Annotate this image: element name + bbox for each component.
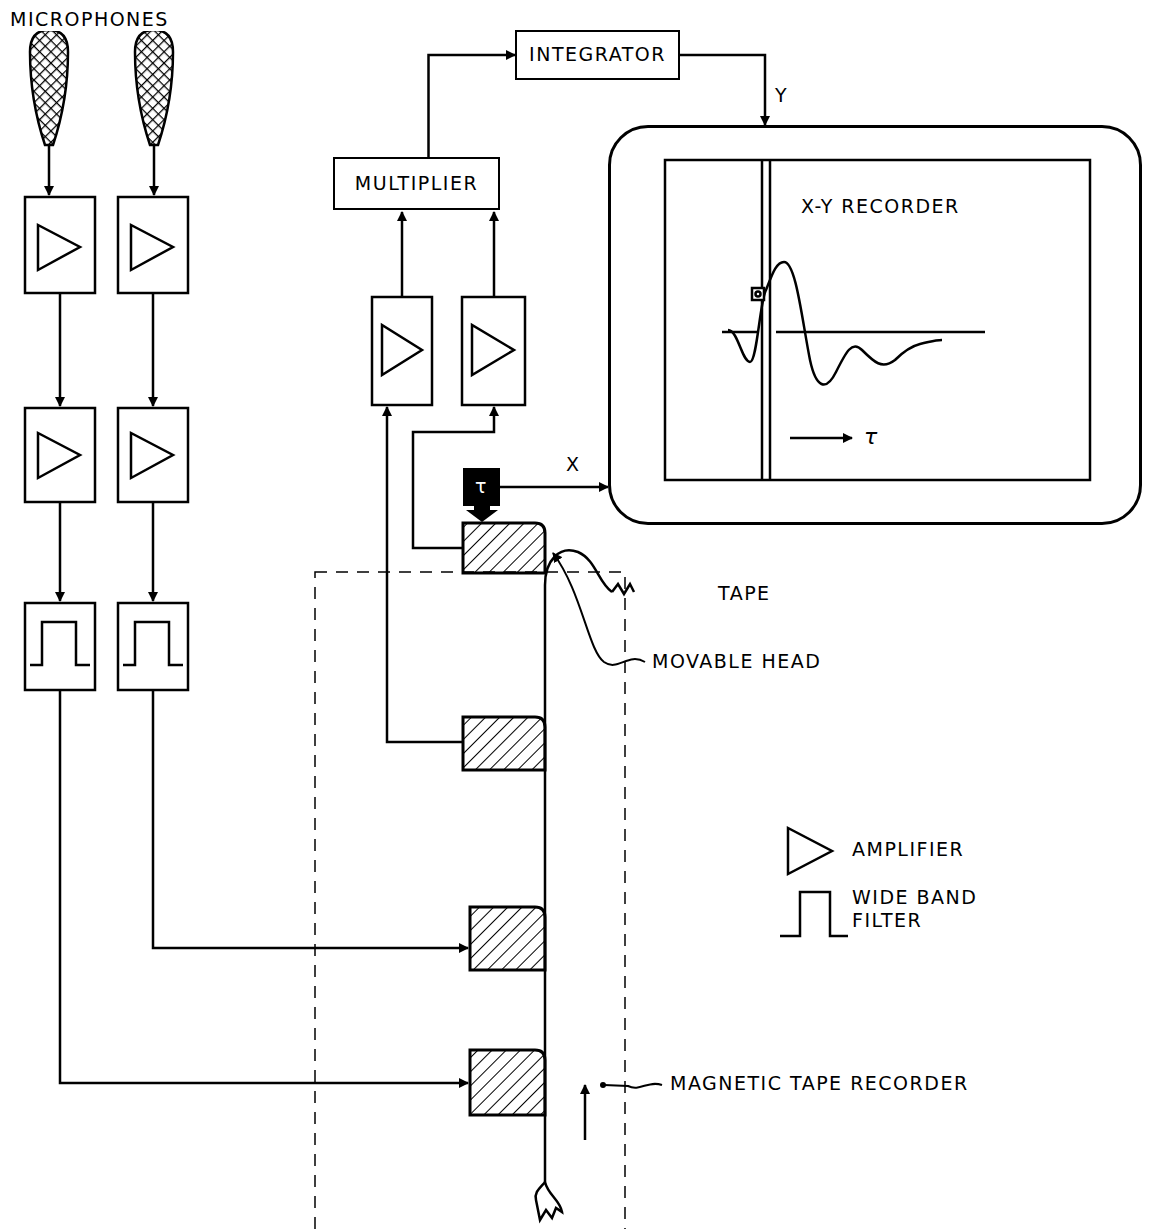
recorder-label: MAGNETIC TAPE RECORDER xyxy=(668,1072,971,1095)
legend-text: AMPLIFIER xyxy=(850,838,1054,861)
amplifier-symbol xyxy=(788,828,832,874)
recorder-housing: X-Y RECORDER xyxy=(608,125,1142,525)
tape-label: TAPE xyxy=(716,582,773,605)
tape-head xyxy=(463,523,545,1115)
title-label: MICROPHONES xyxy=(8,8,171,31)
axis-label: τ xyxy=(862,424,881,450)
axis-input-label: Y xyxy=(773,84,790,107)
node-text: X-Y RECORDER xyxy=(801,196,960,218)
node-text: MULTIPLIER xyxy=(355,173,478,195)
microphone xyxy=(30,30,173,145)
node-text: τ xyxy=(475,476,488,498)
tape-recorder-outline xyxy=(315,572,625,1229)
multiplier-box: MULTIPLIER xyxy=(333,157,500,210)
tape xyxy=(536,550,634,1220)
axis-input-label: X xyxy=(564,453,583,476)
head-label: MOVABLE HEAD xyxy=(650,650,823,673)
delay-control: τ xyxy=(463,468,500,506)
playback-amplifier xyxy=(372,297,525,405)
signal-connector xyxy=(680,55,765,125)
playback-wire xyxy=(387,212,494,742)
signal-wire xyxy=(49,145,468,1083)
tape-direction-arrow xyxy=(584,1085,587,1140)
legend-text: WIDE BAND FILTER xyxy=(850,886,1004,932)
tau-axis-arrow xyxy=(790,437,852,440)
leader-line xyxy=(553,553,645,665)
node-text: INTEGRATOR xyxy=(529,44,666,66)
leader-dot xyxy=(600,1082,606,1088)
amplifier-chain xyxy=(25,197,188,690)
signal-connector xyxy=(429,55,516,157)
filter-symbol xyxy=(780,892,848,936)
head-drive-arrow xyxy=(466,506,498,522)
recorder-screen xyxy=(665,160,1090,480)
leader-line xyxy=(604,1084,662,1088)
signal-connector xyxy=(500,486,608,489)
integrator-box: INTEGRATOR xyxy=(515,30,680,80)
